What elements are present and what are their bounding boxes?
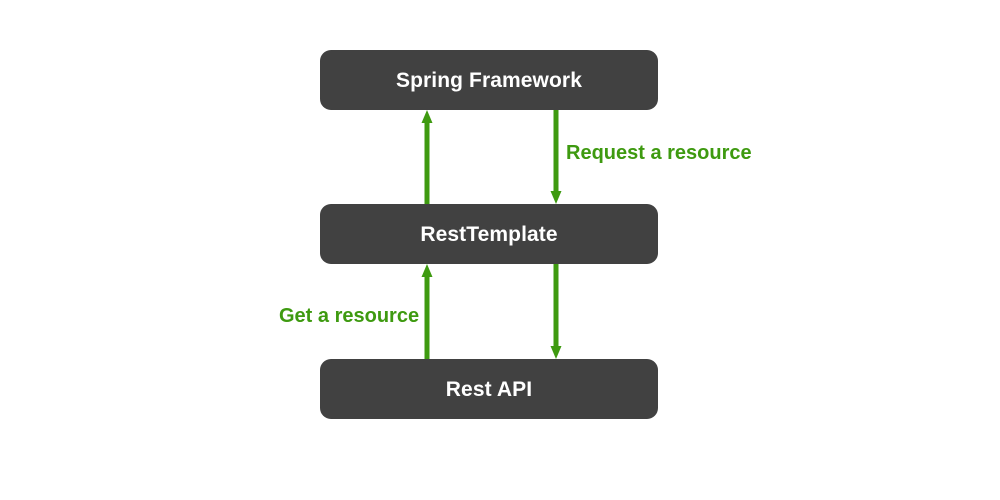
arrow-head-up-icon xyxy=(421,264,433,277)
node-label-rest-api: Rest API xyxy=(445,377,533,401)
node-rest-api[interactable]: Rest API xyxy=(320,359,658,419)
node-label-spring-framework: Spring Framework xyxy=(396,68,582,92)
edge-label-get-a-resource: Get a resource xyxy=(279,305,420,327)
edge-label-request-a-resource: Request a resource xyxy=(566,142,752,164)
arrow-down-spring-to-resttemplate xyxy=(550,110,562,204)
node-spring-framework[interactable]: Spring Framework xyxy=(320,50,658,110)
arrow-down-resttemplate-to-restapi xyxy=(550,264,562,359)
arrow-up-resttemplate-to-spring xyxy=(421,110,433,204)
node-resttemplate[interactable]: RestTemplate xyxy=(320,204,658,264)
arrow-head-down-icon xyxy=(550,346,562,359)
node-label-resttemplate: RestTemplate xyxy=(420,222,558,246)
arrow-up-restapi-to-resttemplate xyxy=(421,264,433,359)
arrow-head-down-icon xyxy=(550,191,562,204)
arrow-head-up-icon xyxy=(421,110,433,123)
